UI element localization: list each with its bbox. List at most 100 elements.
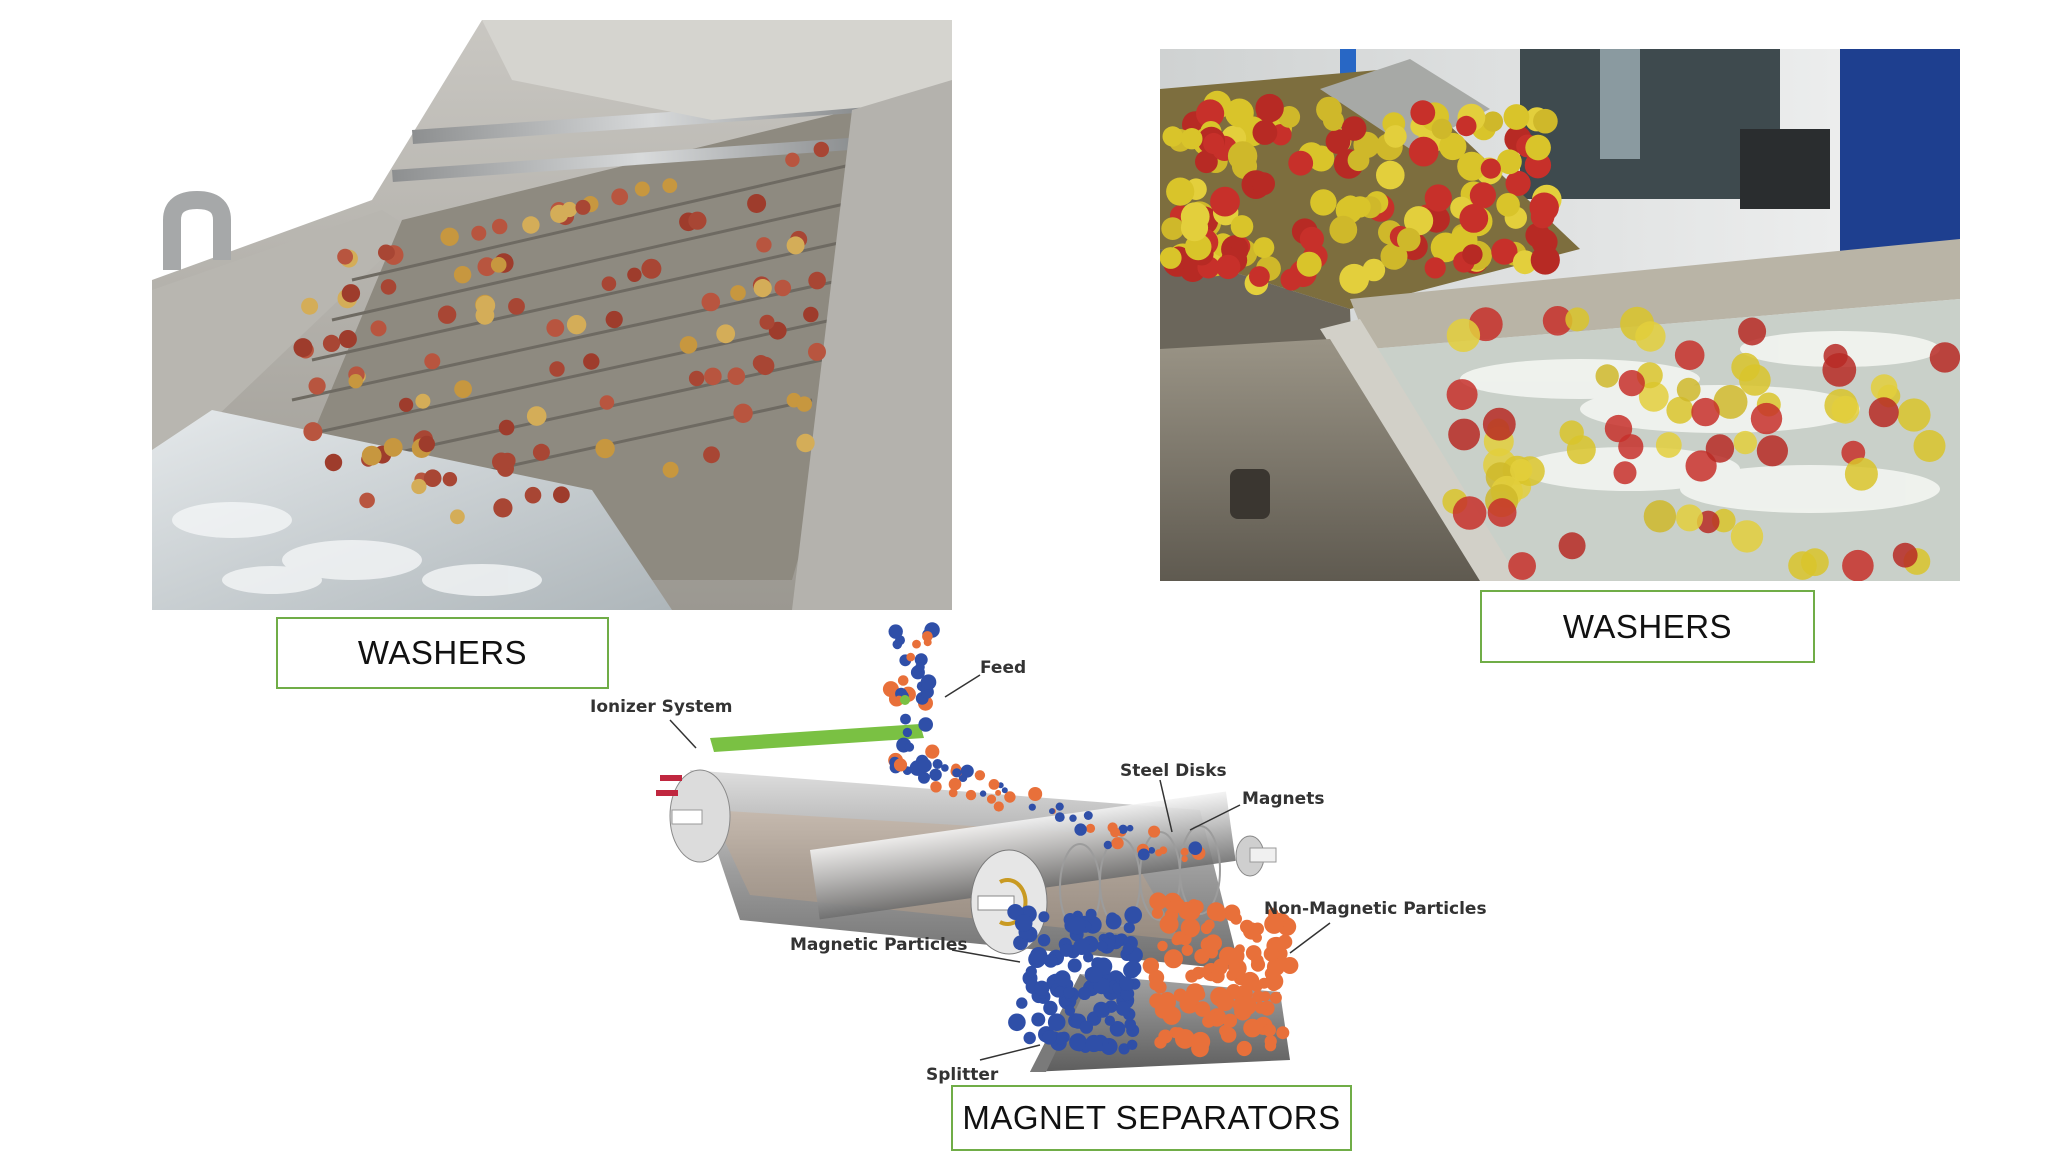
apple [1801, 548, 1829, 577]
apple [1666, 396, 1694, 424]
non-magnetic-particle [1155, 849, 1163, 857]
apple [1249, 266, 1270, 287]
apple [803, 306, 819, 323]
non-magnetic-particle [1222, 1013, 1238, 1028]
apple [1424, 184, 1452, 212]
magnetic-particle [900, 713, 911, 725]
magnetic-particle [1064, 1005, 1076, 1016]
non-magnetic-particle [1154, 1036, 1167, 1049]
non-magnetic-particle [986, 794, 997, 804]
non-magnetic-particle [1157, 940, 1168, 952]
apple [1482, 111, 1504, 132]
apple [1530, 204, 1555, 229]
non-magnetic-particle [1269, 991, 1282, 1004]
apple [1618, 370, 1645, 397]
magnetic-particle [1122, 943, 1134, 955]
apple [1462, 244, 1483, 265]
magnetic-particle [1014, 914, 1033, 932]
apple [1733, 430, 1757, 455]
apple [1844, 457, 1878, 491]
apple [1397, 227, 1421, 252]
non-magnetic-particle [1165, 952, 1176, 964]
non-magnetic-particle [1148, 825, 1161, 838]
non-magnetic-particle [1216, 993, 1235, 1012]
apple [338, 330, 357, 348]
apple [1491, 238, 1518, 265]
non-magnetic-particle [912, 639, 921, 649]
apple [1162, 126, 1183, 147]
non-magnetic-particle [1228, 947, 1245, 965]
apple [526, 406, 547, 426]
apple [475, 305, 495, 325]
apple [348, 374, 363, 389]
non-magnetic-particle [1254, 1001, 1267, 1014]
apple [1613, 461, 1637, 485]
apple [1870, 374, 1898, 401]
non-magnetic-particle [988, 779, 1000, 790]
apple [1868, 397, 1899, 428]
apple [595, 438, 615, 459]
splitter-label: Splitter [926, 1065, 999, 1085]
apple [641, 258, 662, 279]
non-magnetic-particle [1266, 958, 1285, 976]
magnetic-particle [1119, 976, 1134, 991]
apple [1424, 257, 1446, 279]
non-magnetic-particle [1204, 934, 1222, 952]
apple [1225, 98, 1254, 128]
apple [1252, 172, 1275, 196]
magnetic-particle [1125, 960, 1142, 977]
apple [1457, 151, 1487, 181]
apple [1296, 251, 1322, 277]
apple [1508, 552, 1536, 580]
apple [1253, 237, 1275, 259]
non-magnetic-particle [1190, 1031, 1211, 1052]
apple [1452, 496, 1487, 530]
apple [1376, 160, 1405, 190]
magnetic-particle [1067, 958, 1082, 973]
non-magnetic-particle [1260, 991, 1271, 1002]
apple [808, 271, 826, 290]
non-magnetic-particle [1243, 1018, 1262, 1038]
magnetic-particle [1067, 916, 1086, 935]
apple [1329, 215, 1358, 244]
non-magnetic-particle [1264, 1035, 1277, 1048]
apple [1299, 226, 1324, 251]
apple [437, 305, 457, 324]
magnetic-particle [932, 759, 943, 769]
apple [1929, 342, 1960, 373]
magnetic-particle [920, 674, 937, 690]
apple [1691, 397, 1720, 427]
apple [1278, 106, 1301, 128]
magnetic-particle [1124, 1018, 1136, 1031]
magnetic-particle [1008, 1013, 1026, 1032]
apple [1505, 170, 1531, 196]
magnetic-particle [929, 768, 942, 781]
apple [1410, 100, 1436, 126]
non-magnetic-particle [1240, 919, 1254, 934]
magnetic-particle [904, 742, 915, 752]
non-magnetic-particle [1189, 900, 1204, 914]
magnetic-particle [1054, 986, 1065, 997]
apple [1195, 150, 1218, 174]
apple [415, 393, 431, 409]
non-magnetic-particle [1175, 1029, 1195, 1049]
magnetic-particle [1103, 840, 1113, 850]
magnetic-particle [1118, 824, 1128, 834]
non-magnetic-particle [1250, 980, 1263, 992]
apple [1676, 504, 1703, 532]
apple [1892, 542, 1918, 568]
non-magnetic-particle [1264, 914, 1284, 934]
apple [747, 194, 767, 213]
steel-disks-label: Steel Disks [1120, 761, 1227, 781]
apple [522, 216, 540, 234]
non-magnetic-particle [1281, 957, 1299, 974]
apple [453, 266, 472, 284]
apple [1316, 96, 1342, 123]
apple [1181, 128, 1203, 150]
magnetic-particle [1037, 934, 1051, 947]
magnetic-particle [1148, 847, 1156, 854]
apple [1913, 430, 1946, 462]
apple [759, 314, 775, 330]
apple [1456, 115, 1477, 137]
apple [1203, 132, 1225, 155]
